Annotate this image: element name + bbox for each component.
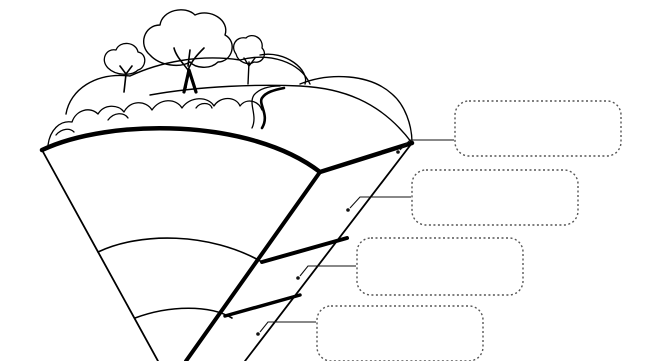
leader-dot-1 xyxy=(396,150,400,154)
topsoil-boundary xyxy=(42,128,412,172)
ground-surface-line xyxy=(150,85,412,143)
stream-bank xyxy=(252,86,280,128)
tree-left xyxy=(104,43,144,92)
layer-line-lower xyxy=(225,295,300,316)
cut-face-edge xyxy=(186,172,320,361)
leader-line-2 xyxy=(346,197,411,212)
answer-box-1[interactable] xyxy=(455,101,621,156)
answer-box-4[interactable] xyxy=(317,306,483,361)
leader-dot-4 xyxy=(256,332,260,336)
leader-line-3 xyxy=(296,266,356,280)
stream-channel xyxy=(261,88,284,128)
cone-left-edge xyxy=(42,150,158,361)
answer-box-2[interactable] xyxy=(412,170,578,225)
answer-box-3[interactable] xyxy=(357,238,523,295)
leader-dot-2 xyxy=(346,208,350,212)
layer-line-upper xyxy=(262,238,347,262)
layer-curve-upper xyxy=(98,238,262,262)
leader-dot-3 xyxy=(296,276,300,280)
tree-large xyxy=(144,10,233,92)
